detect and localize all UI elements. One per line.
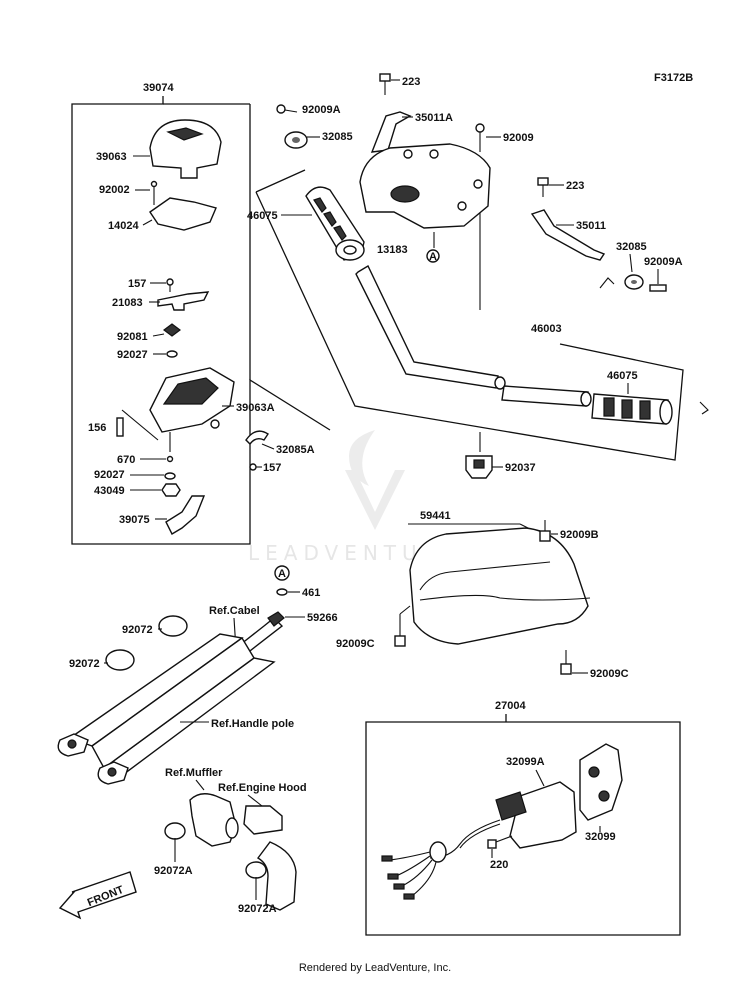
ref-cabel: Ref.Cabel (209, 605, 260, 617)
part-13183-holder (359, 143, 491, 229)
label-92009: 92009 (503, 132, 534, 144)
part-92072-clamp-bottom (105, 649, 135, 671)
callout-A-top (426, 249, 440, 263)
part-92009A-bolt-right (649, 284, 667, 292)
part-32085A-clip (245, 430, 269, 446)
label-670: 670 (117, 454, 135, 466)
label-32099A: 32099A (506, 756, 545, 768)
part-35011A-bracket (370, 111, 412, 153)
part-wiring-harness (381, 819, 501, 900)
switch-assembly-group: 39074 39063 92002 14024 157 21083 92081 (71, 82, 331, 545)
part-92009B-bolt (539, 530, 551, 542)
part-220-screw (487, 839, 497, 849)
label-43049: 43049 (94, 485, 125, 497)
cover-group: 59441 92009B 92009C 92009C (336, 510, 629, 680)
part-muffler-pipe (189, 793, 237, 847)
label-157-top: 157 (128, 278, 146, 290)
label-46075-left: 46075 (247, 210, 278, 222)
part-engine-hood-bracket (243, 805, 283, 835)
label-461: 461 (302, 587, 320, 599)
label-35011: 35011 (576, 220, 606, 232)
part-21083-plate (157, 291, 210, 311)
label-14024: 14024 (108, 220, 139, 232)
front-arrow: FRONT (58, 871, 137, 920)
part-39075-lever (165, 495, 206, 535)
label-223-top: 223 (402, 76, 420, 88)
part-92009C-bolt-left (394, 635, 406, 647)
callout-A-top-text: A (429, 251, 437, 263)
front-arrow-shape (58, 871, 137, 920)
label-46075-right: 46075 (607, 370, 638, 382)
label-92027-top: 92027 (117, 349, 148, 361)
label-21083: 21083 (112, 297, 143, 309)
label-92072A-bottom: 92072A (238, 903, 277, 915)
part-461 (276, 588, 288, 596)
ref-engine-hood: Ref.Engine Hood (218, 782, 307, 794)
ref-muffler: Ref.Muffler (165, 767, 223, 779)
label-92009A-right: 92009A (644, 256, 683, 268)
label-92009C-right: 92009C (590, 668, 629, 680)
group-label-39074: 39074 (143, 82, 174, 94)
label-32085-right: 32085 (616, 241, 647, 253)
callout-A-bottom-text: A (278, 568, 286, 580)
part-92009A-bolt-left (276, 104, 286, 114)
label-92072A-top: 92072A (154, 865, 193, 877)
figure-code: F3172B (654, 72, 693, 84)
handlebar-group: 46003 46075 46075 92037 (247, 169, 709, 479)
handle-mount-parts: 223 92009A 35011A 32085 92009 13183 A (276, 73, 683, 310)
label-32099: 32099 (585, 831, 616, 843)
part-muffler-hose (256, 841, 297, 911)
part-59266 (267, 611, 285, 627)
group-label-46003: 46003 (531, 323, 562, 335)
part-14024-gasket (149, 197, 217, 231)
label-92009A-left: 92009A (302, 104, 341, 116)
harness-group: 27004 32099A 32099 220 (365, 700, 681, 936)
label-32085-left: 32085 (322, 131, 353, 143)
label-13183: 13183 (377, 244, 408, 256)
callout-A-bottom (274, 565, 290, 581)
label-35011A: 35011A (415, 112, 453, 124)
part-92072A-clamp-bottom (245, 861, 267, 879)
muffler-group: Ref.Muffler Ref.Engine Hood 92072A 92072… (58, 767, 307, 920)
group-label-59441: 59441 (420, 510, 451, 522)
label-92009C-left: 92009C (336, 638, 375, 650)
part-92072A-clamp-top (164, 822, 186, 840)
label-92009B: 92009B (560, 529, 599, 541)
label-92081: 92081 (117, 331, 148, 343)
label-157-bottom: 157 (263, 462, 281, 474)
group-label-27004: 27004 (495, 700, 526, 712)
label-223-right: 223 (566, 180, 584, 192)
label-156: 156 (88, 422, 106, 434)
label-92027-bottom: 92027 (94, 469, 125, 481)
group-box-46003 (255, 191, 684, 461)
part-32099A-switch (509, 781, 577, 849)
part-39063-cover (149, 119, 222, 179)
label-92002: 92002 (99, 184, 130, 196)
part-223-bolt-right (537, 177, 549, 186)
ref-handle-pole: Ref.Handle pole (211, 718, 294, 730)
part-92081-spring (163, 323, 181, 337)
handle-pole-group: A 461 Ref.Cabel 59266 92072 92072 Ref.Ha… (57, 565, 338, 785)
part-223-bolt-top (379, 73, 391, 82)
part-92009C-bolt-right (560, 663, 572, 675)
part-59441-cover (409, 527, 589, 645)
part-43049-nut (161, 483, 181, 497)
part-92072-clamp-top (158, 615, 188, 637)
part-46003-handlebar (355, 265, 499, 389)
footer-credit: Rendered by LeadVenture, Inc. (298, 962, 452, 974)
label-32085A: 32085A (276, 444, 315, 456)
part-32099-case (579, 743, 623, 821)
label-39075: 39075 (119, 514, 150, 526)
label-220: 220 (490, 859, 508, 871)
label-92072-top: 92072 (122, 624, 153, 636)
part-92009-bolt (475, 123, 485, 133)
label-92037: 92037 (505, 462, 536, 474)
part-35011-bracket (530, 209, 606, 261)
label-39063A: 39063A (236, 402, 275, 414)
group-box-27004 (365, 714, 681, 936)
label-59266: 59266 (307, 612, 338, 624)
label-92072-bottom: 92072 (69, 658, 100, 670)
label-39063: 39063 (96, 151, 127, 163)
